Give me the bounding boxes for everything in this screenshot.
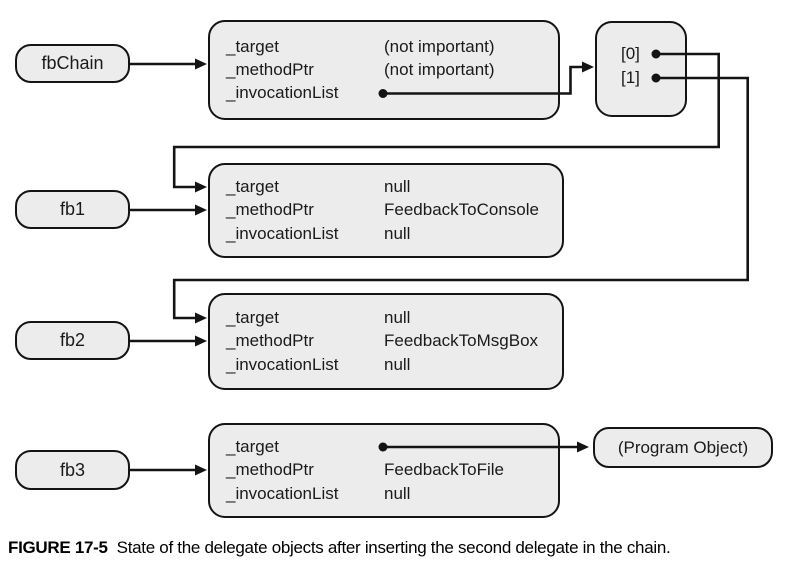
variable-pill-fb3: fb3: [15, 450, 130, 490]
field-label: _invocationList: [226, 223, 339, 243]
array-slot-label: [0]: [621, 44, 640, 63]
program-object-label: (Program Object): [617, 437, 749, 457]
arrow-fb2-to-delegate: [130, 335, 207, 347]
field-label: _invocationList: [226, 483, 339, 503]
program-object-pill: (Program Object): [593, 427, 773, 468]
variable-label: fb1: [59, 199, 86, 219]
field-row: _target (not important): [226, 35, 558, 58]
field-row: _methodPtr FeedbackToFile: [226, 459, 558, 482]
field-value: null: [384, 354, 411, 374]
field-row: _invocationList null: [226, 353, 562, 376]
field-row: _invocationList: [226, 82, 558, 105]
figure-caption-text: State of the delegate objects after inse…: [116, 538, 671, 557]
variable-label: fb3: [59, 459, 86, 480]
delegate-box-fb1: _target null _methodPtr FeedbackToConsol…: [208, 163, 564, 258]
field-value: null: [384, 177, 411, 197]
field-label: _methodPtr: [226, 200, 314, 220]
field-label: _methodPtr: [226, 59, 314, 79]
field-label: _target: [226, 437, 279, 457]
field-value: FeedbackToConsole: [384, 200, 539, 220]
field-label: _methodPtr: [226, 331, 314, 351]
field-value: (not important): [384, 36, 495, 56]
field-value: FeedbackToFile: [384, 460, 505, 480]
field-label: _target: [226, 308, 279, 328]
field-value: FeedbackToMsgBox: [384, 331, 539, 351]
variable-pill-fbchain: fbChain: [15, 44, 130, 83]
field-label: _target: [226, 36, 279, 56]
field-row: _target null: [226, 175, 562, 198]
field-row: _methodPtr FeedbackToMsgBox: [226, 330, 562, 353]
field-label: _invocationList: [226, 83, 339, 103]
invocation-array-box: [0] [1]: [595, 21, 687, 117]
field-row: _target: [226, 435, 558, 458]
figure-caption-tag: FIGURE 17-5: [8, 538, 108, 557]
field-label: _invocationList: [226, 354, 339, 374]
variable-pill-fb2: fb2: [15, 321, 130, 360]
arrow-fb3-to-delegate: [130, 464, 207, 476]
field-row: _methodPtr FeedbackToConsole: [226, 199, 562, 222]
field-value: null: [384, 308, 411, 328]
field-row: _invocationList null: [226, 222, 562, 245]
field-row: _invocationList null: [226, 482, 558, 505]
variable-label: fbChain: [41, 53, 104, 73]
field-value: null: [384, 223, 411, 243]
array-slot-1: [1]: [621, 66, 685, 90]
variable-label: fb2: [59, 330, 86, 350]
delegate-box-fb2: _target null _methodPtr FeedbackToMsgBox…: [208, 293, 564, 390]
field-row: _target null: [226, 306, 562, 329]
arrow-fbchain-to-delegate: [130, 58, 207, 70]
field-value: null: [384, 483, 411, 503]
figure-caption: FIGURE 17-5 State of the delegate objects…: [8, 538, 808, 558]
arrow-fb1-to-delegate: [130, 204, 207, 216]
delegate-box-fb3: _target _methodPtr FeedbackToFile _invoc…: [208, 423, 560, 518]
field-value: (not important): [384, 59, 495, 79]
variable-pill-fb1: fb1: [15, 190, 130, 229]
delegate-box-fbchain: _target (not important) _methodPtr (not …: [208, 20, 560, 120]
array-slot-0: [0]: [621, 42, 685, 66]
field-row: _methodPtr (not important): [226, 58, 558, 81]
array-slot-label: [1]: [621, 68, 640, 87]
field-label: _methodPtr: [226, 460, 314, 480]
field-label: _target: [226, 177, 279, 197]
